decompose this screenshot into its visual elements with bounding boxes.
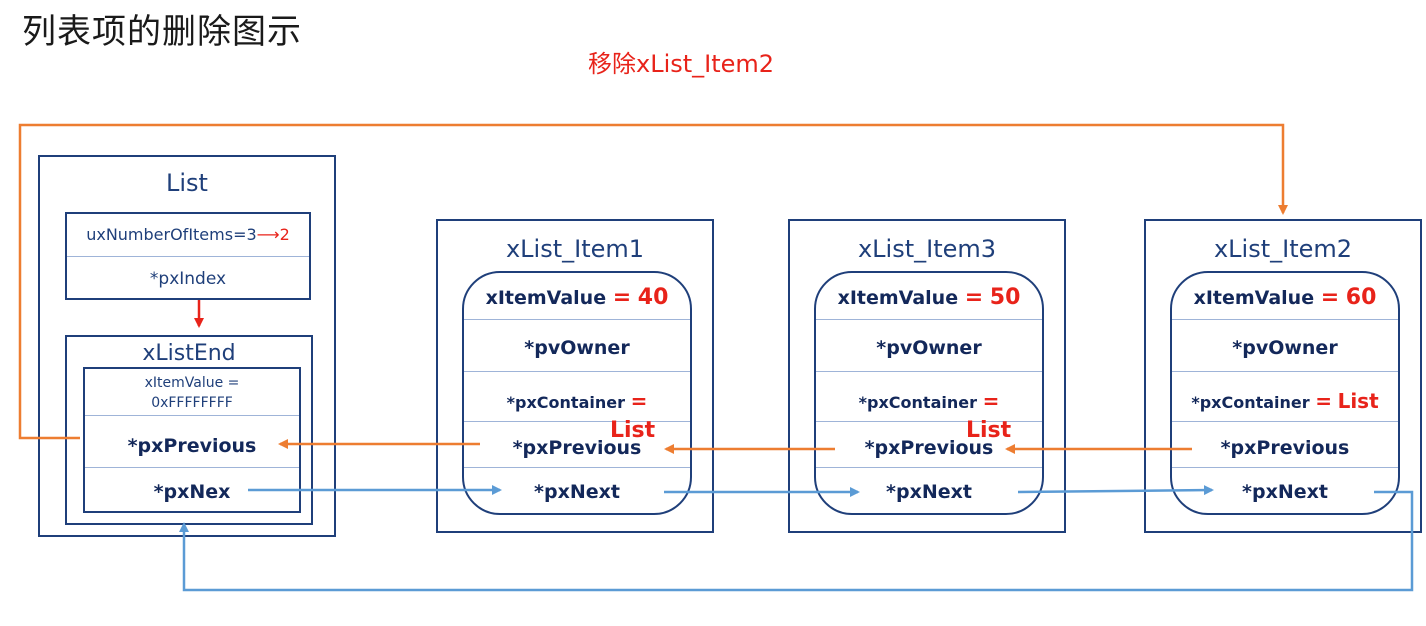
count-new-value: 2	[279, 225, 290, 244]
item-header: xList_Item2	[1213, 235, 1353, 263]
index-field: *pxIndex	[149, 269, 227, 289]
item-header: xList_Item1	[505, 235, 645, 263]
item-box: xList_Item1 xItemValue = 40 *pvOwner *px…	[436, 219, 714, 533]
previous-field: *pxPrevious	[864, 437, 994, 459]
container-eq: =	[982, 389, 1000, 413]
container-value: List	[1337, 389, 1379, 413]
value-eq: =	[964, 285, 984, 310]
item-value-row: xItemValue = 60	[1172, 285, 1398, 310]
container-value: List	[966, 418, 1012, 443]
value-number: 60	[1345, 285, 1377, 310]
list-end-inner: xItemValue = 0xFFFFFFFF *pxPrevious *pxN…	[83, 367, 301, 513]
next-field: *pxNext	[886, 481, 972, 503]
item-header: xList_Item3	[857, 235, 997, 263]
list-box: List uxNumberOfItems=3⟶2 *pxIndex xListE…	[38, 155, 336, 537]
diagram-subtitle: 移除xList_Item2	[588, 50, 775, 78]
end-next: *pxNex	[153, 481, 231, 503]
container-field: *pxContainer	[858, 393, 977, 412]
item-inner: xItemValue = 40 *pvOwner *pxContainer = …	[462, 271, 692, 515]
container-value: List	[610, 418, 656, 443]
list-end-header: xListEnd	[142, 341, 236, 366]
next-field: *pxNext	[534, 481, 620, 503]
previous-field: *pxPrevious	[512, 437, 642, 459]
value-label: xItemValue	[837, 287, 959, 309]
owner-field: *pvOwner	[876, 337, 982, 359]
item-value-row: xItemValue = 50	[816, 285, 1042, 310]
end-value-line1: xItemValue =	[144, 375, 240, 391]
list-count-box: uxNumberOfItems=3⟶2 *pxIndex	[65, 212, 311, 300]
item-value-row: xItemValue = 40	[464, 285, 690, 310]
owner-field: *pvOwner	[524, 337, 630, 359]
end-previous: *pxPrevious	[127, 435, 257, 457]
page-title: 列表项的删除图示	[22, 12, 302, 52]
next-field: *pxNext	[1242, 481, 1328, 503]
value-label: xItemValue	[485, 287, 607, 309]
container-eq: =	[630, 389, 648, 413]
previous-field: *pxPrevious	[1220, 437, 1350, 459]
value-eq: =	[612, 285, 632, 310]
next-loop-arrow	[179, 490, 1414, 592]
item-box: xList_Item2 xItemValue = 60 *pvOwner *px…	[1144, 219, 1422, 533]
end-value-line2: 0xFFFFFFFF	[151, 395, 233, 411]
value-eq: =	[1320, 285, 1340, 310]
count-arrow: ⟶	[256, 225, 280, 244]
value-number: 50	[989, 285, 1021, 310]
container-row: *pxContainer = List	[1172, 389, 1398, 413]
container-row: *pxContainer =	[816, 389, 1042, 413]
item-box: xList_Item3 xItemValue = 50 *pvOwner *px…	[788, 219, 1066, 533]
value-label: xItemValue	[1193, 287, 1315, 309]
container-row: *pxContainer =	[464, 389, 690, 413]
container-field: *pxContainer	[506, 393, 625, 412]
prev-loop-arrow	[18, 123, 1288, 440]
owner-field: *pvOwner	[1232, 337, 1338, 359]
item-inner: xItemValue = 60 *pvOwner *pxContainer = …	[1170, 271, 1400, 515]
value-number: 40	[637, 285, 669, 310]
count-cell: uxNumberOfItems=3⟶2	[67, 225, 309, 244]
container-eq: =	[1315, 389, 1332, 413]
item-inner: xItemValue = 50 *pvOwner *pxContainer = …	[814, 271, 1044, 515]
next-arrow	[1017, 485, 1214, 496]
list-end-box: xListEnd xItemValue = 0xFFFFFFFF *pxPrev…	[65, 335, 313, 525]
container-field: *pxContainer	[1191, 393, 1310, 412]
list-header: List	[166, 169, 208, 197]
count-field: uxNumberOfItems=3	[86, 225, 257, 244]
